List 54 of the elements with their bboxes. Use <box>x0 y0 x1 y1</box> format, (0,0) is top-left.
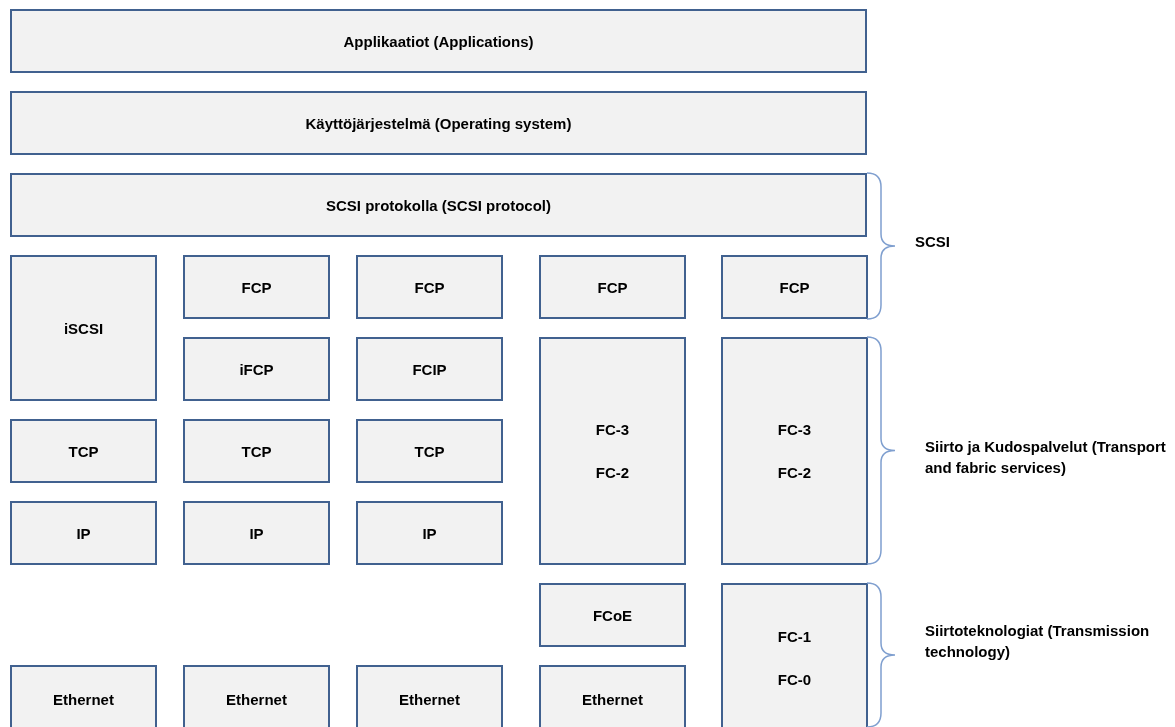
layer-box <box>356 255 503 319</box>
layer-label: FCP <box>597 278 628 296</box>
layer-label: TCP <box>68 442 99 460</box>
layer-label: Applikaatiot (Applications) <box>343 32 534 50</box>
layer-box <box>10 9 867 73</box>
layer-box <box>10 173 867 237</box>
layer-box <box>10 419 157 483</box>
layer-label: FC-3 <box>595 421 630 438</box>
layer-box <box>356 665 503 727</box>
layer-label: FC-3 <box>777 421 812 438</box>
layer-box <box>10 665 157 727</box>
layer-label: Ethernet <box>53 690 114 708</box>
layer-box <box>356 337 503 401</box>
layer-box <box>183 501 330 565</box>
layer-box <box>10 91 867 155</box>
layer-label: iSCSI <box>63 319 104 337</box>
layer-box <box>10 255 157 401</box>
layer-box <box>539 337 686 565</box>
layer-label: IP <box>249 524 264 542</box>
layer-box <box>539 255 686 319</box>
bracket-label: Siirtoteknologiat (Transmission technology) <box>925 621 1151 662</box>
bracket-label: Siirto ja Kudospalvelut (Transport and fabric services) <box>925 437 1167 478</box>
layer-label: FCIP <box>412 360 447 378</box>
layer-label: TCP <box>414 442 445 460</box>
layer-label: FCP <box>241 278 272 296</box>
layer-label: FCoE <box>592 606 633 624</box>
layer-label: FC-1 <box>777 628 812 645</box>
layer-box <box>183 665 330 727</box>
layer-label: FCP <box>414 278 445 296</box>
layer-box <box>183 255 330 319</box>
layer-label: Käyttöjärjestelmä (Operating system) <box>305 114 572 132</box>
layer-label: Ethernet <box>582 690 643 708</box>
bracket-label: SCSI <box>915 232 951 252</box>
layer-label: FC-0 <box>777 671 812 688</box>
layer-label: TCP <box>241 442 272 460</box>
layer-label: FCP <box>779 278 810 296</box>
layer-box <box>721 337 868 565</box>
layer-label: iFCP <box>239 360 274 378</box>
layer-box <box>539 665 686 727</box>
layer-box <box>10 501 157 565</box>
layer-box <box>721 255 868 319</box>
layer-box <box>539 583 686 647</box>
layer-label: Ethernet <box>226 690 287 708</box>
layer-box <box>721 583 868 727</box>
layer-label: IP <box>76 524 91 542</box>
layer-label: FC-2 <box>595 464 630 481</box>
layer-label: IP <box>422 524 437 542</box>
layer-label: Ethernet <box>399 690 460 708</box>
layer-box <box>356 501 503 565</box>
layer-label: FC-2 <box>777 464 812 481</box>
layer-box <box>183 419 330 483</box>
layer-box <box>183 337 330 401</box>
layer-label: SCSI protokolla (SCSI protocol) <box>326 196 551 214</box>
layer-box <box>356 419 503 483</box>
